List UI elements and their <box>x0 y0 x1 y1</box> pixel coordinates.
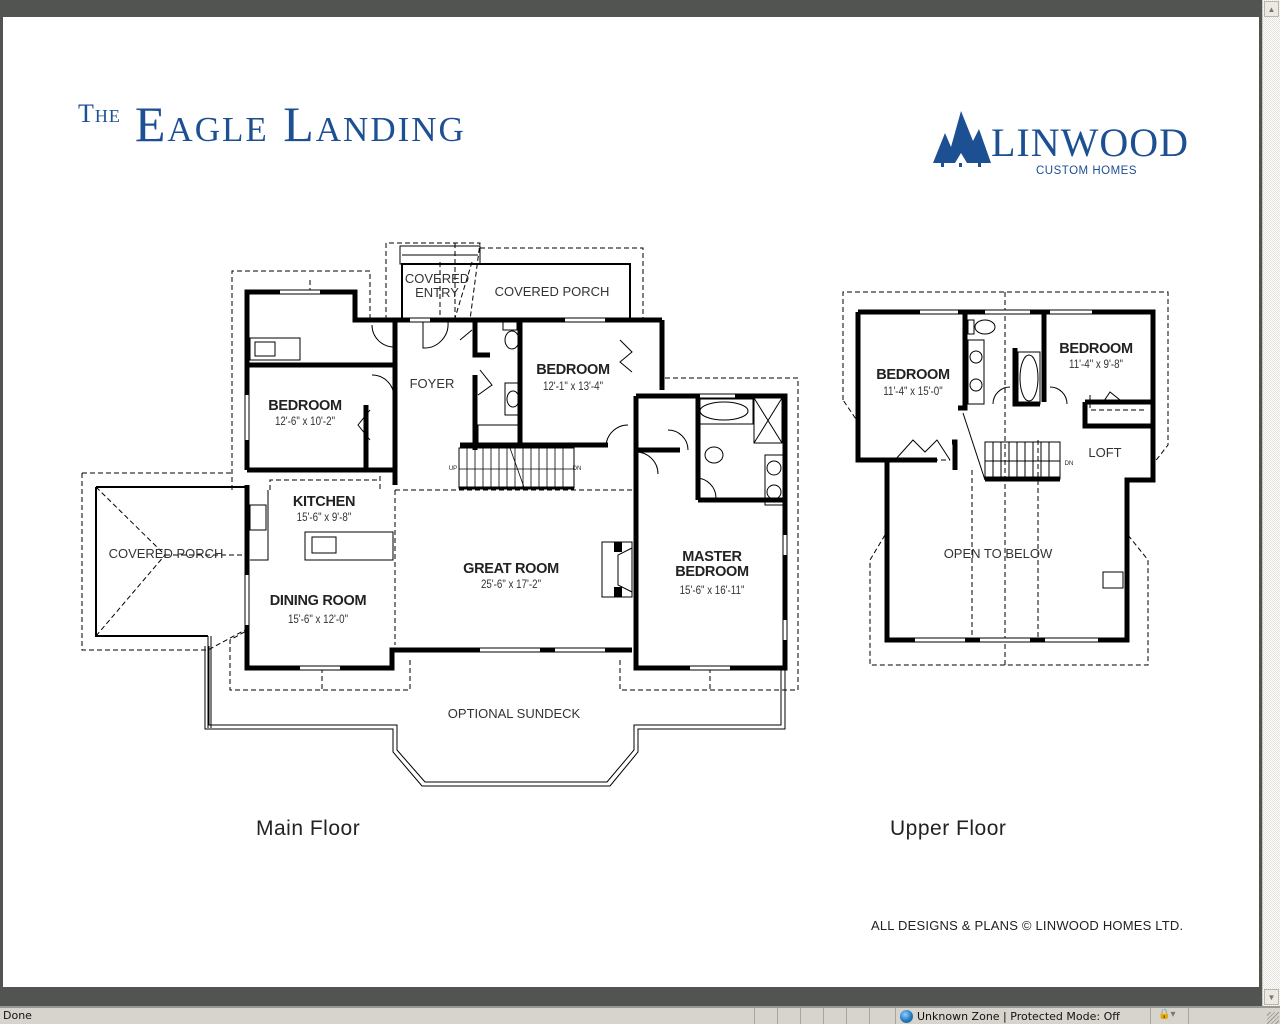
master-bedroom-line1: MASTER <box>682 549 742 565</box>
copyright-notice: ALL DESIGNS & PLANS © LINWOOD HOMES LTD. <box>871 918 1184 933</box>
title-name: Eagle Landing <box>134 96 466 152</box>
upper-stair-down-label: DN <box>1064 461 1074 467</box>
room-size-master-bedroom: 15'-6" x 16'-11" <box>679 585 745 597</box>
room-label-dining-room: DINING ROOM <box>269 593 367 609</box>
master-bedroom-line2: BEDROOM <box>675 564 749 581</box>
room-size-bedroom-upper-right: 11'-4" x 9'-8" <box>1069 359 1123 371</box>
room-size-bedroom-front-right: 12'-1" x 13'-4" <box>542 381 604 393</box>
covered-entry-line2: ENTRY <box>415 284 459 300</box>
room-label-bedroom-upper-right: BEDROOM <box>1059 341 1133 357</box>
status-divider <box>754 1008 755 1024</box>
room-label-bedroom-upper-left: BEDROOM <box>876 367 950 383</box>
security-zone[interactable]: Unknown Zone | Protected Mode: Off <box>900 1008 1120 1024</box>
scroll-up-button[interactable]: ▲ <box>1264 1 1279 17</box>
stair-up-label: UP <box>448 466 458 472</box>
globe-icon <box>900 1009 913 1023</box>
resize-grip-icon[interactable] <box>1267 1012 1279 1024</box>
vertical-scrollbar[interactable]: ▲ ▼ <box>1262 0 1280 1006</box>
status-divider <box>846 1008 847 1024</box>
status-divider <box>1150 1008 1151 1024</box>
room-size-dining-room: 15'-6" x 12'-0" <box>287 614 349 626</box>
room-label-bedroom-front-left: BEDROOM <box>268 398 342 414</box>
upper-floor-caption: Upper Floor <box>890 817 1007 840</box>
room-size-great-room: 25'-6" x 17'-2" <box>480 579 542 591</box>
arrow-up-icon: ▲ <box>1267 4 1276 14</box>
browser-status-bar: Done Unknown Zone | Protected Mode: Off … <box>0 1006 1280 1024</box>
stair-down-label: DN <box>572 466 582 472</box>
room-label-open-to-below: OPEN TO BELOW <box>943 546 1053 561</box>
status-divider <box>823 1008 824 1024</box>
status-divider <box>800 1008 801 1024</box>
room-size-bedroom-upper-left: 11'-4" x 15'-0" <box>883 386 943 398</box>
room-label-covered-porch-front: COVERED PORCH <box>494 284 610 299</box>
scroll-down-button[interactable]: ▼ <box>1264 989 1279 1005</box>
room-label-bedroom-front-right: BEDROOM <box>536 362 610 378</box>
status-divider <box>895 1008 896 1024</box>
room-label-foyer: FOYER <box>409 376 455 391</box>
room-label-covered-porch-side: COVERED PORCH <box>108 546 224 561</box>
main-floor-caption: Main Floor <box>256 817 361 840</box>
status-divider <box>777 1008 778 1024</box>
room-label-loft: LOFT <box>1088 445 1122 460</box>
covered-entry-line1: COVERED <box>404 271 470 286</box>
status-text: Done <box>3 1009 32 1022</box>
room-size-bedroom-front-left: 12'-6" x 10'-2" <box>274 416 336 428</box>
plan-title: The Eagle Landing <box>78 95 466 153</box>
room-label-optional-sundeck: OPTIONAL SUNDECK <box>447 706 581 721</box>
room-label-great-room: GREAT ROOM <box>463 561 559 577</box>
brand-tagline: CUSTOM HOMES <box>1036 165 1137 177</box>
room-size-kitchen: 15'-6" x 9'-8" <box>296 512 352 524</box>
zone-text: Unknown Zone | Protected Mode: Off <box>917 1009 1120 1023</box>
arrow-down-icon: ▼ <box>1267 992 1276 1002</box>
brand-name: LINWOOD <box>991 120 1190 165</box>
document-page: The Eagle Landing LINWOOD CUSTOM HOMES <box>3 17 1259 987</box>
title-prefix: The <box>78 99 121 128</box>
room-label-covered-entry: COVERED ENTRY <box>405 272 469 299</box>
floor-plan-drawing <box>81 242 1169 787</box>
room-label-kitchen: KITCHEN <box>292 494 356 510</box>
status-divider <box>869 1008 870 1024</box>
linwood-logo: LINWOOD CUSTOM HOMES <box>931 111 1191 181</box>
room-label-master-bedroom: MASTER BEDROOM <box>675 549 749 581</box>
pine-trees-icon <box>933 111 991 167</box>
lock-dropdown-icon[interactable]: 🔒▾ <box>1158 1009 1176 1020</box>
status-divider <box>1188 1008 1189 1024</box>
